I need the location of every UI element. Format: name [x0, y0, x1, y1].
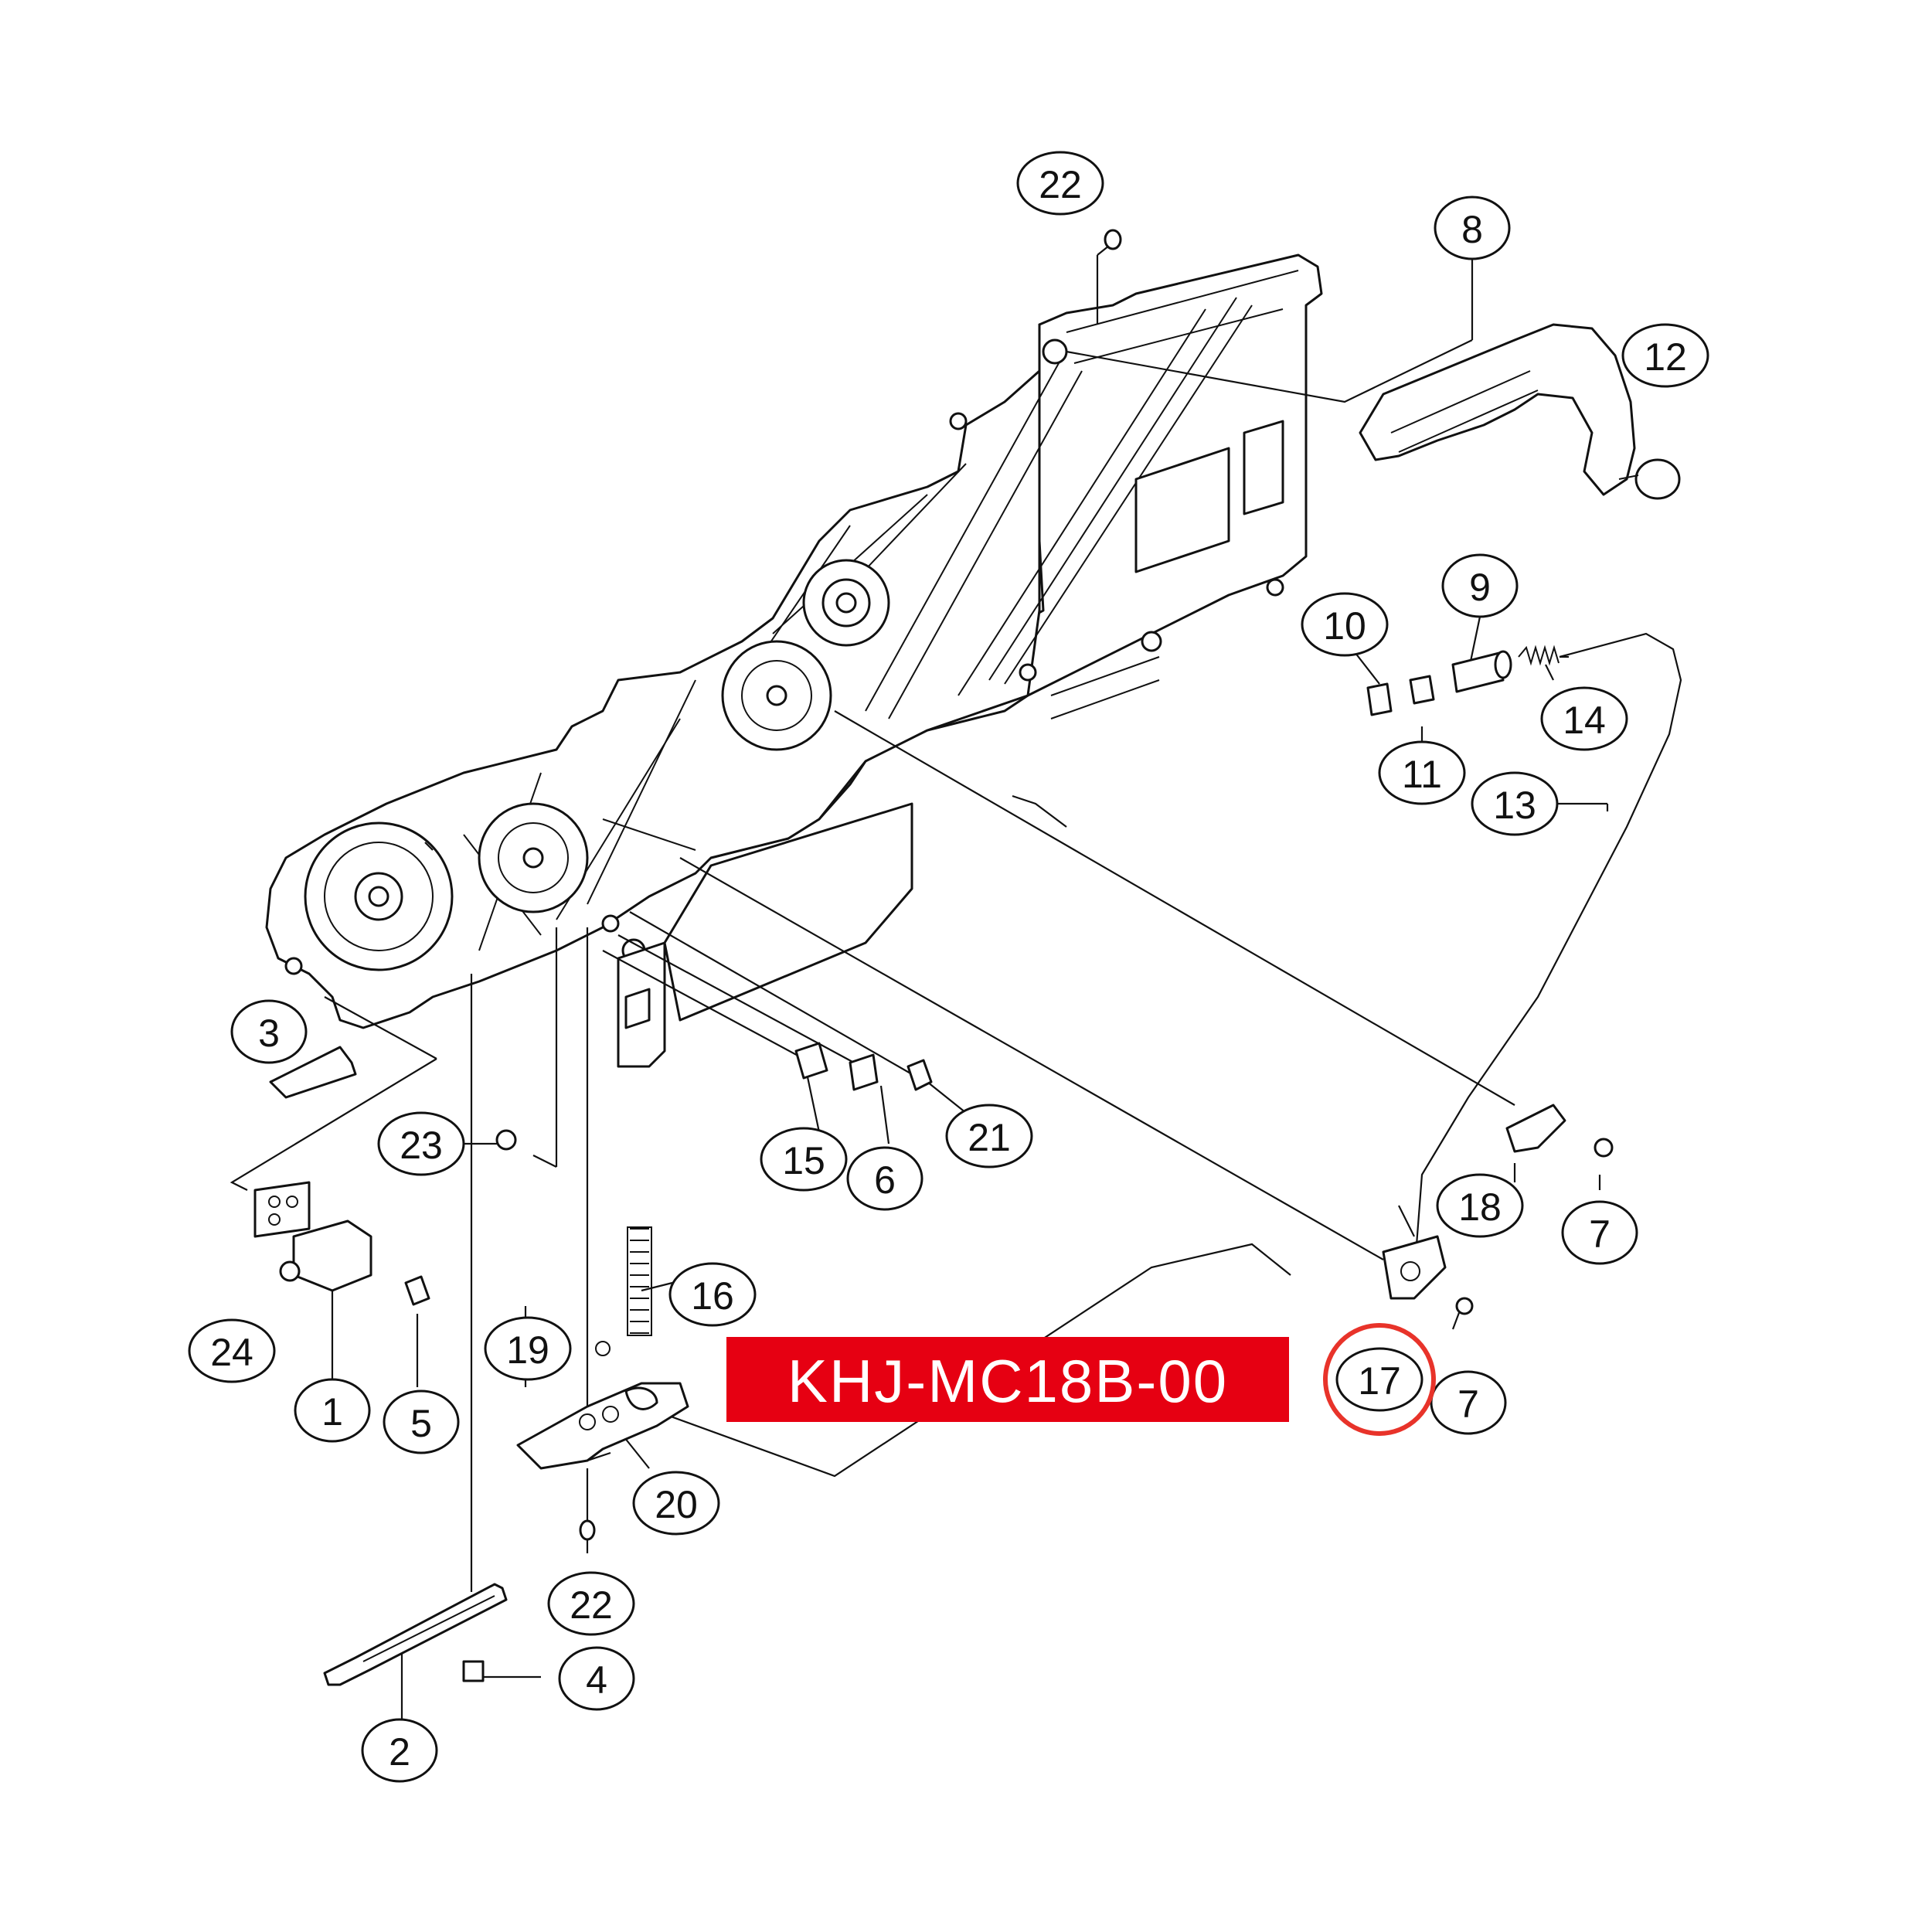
callout-number: 24: [210, 1331, 253, 1374]
callout-number: 14: [1563, 699, 1606, 742]
callout-oval: [484, 1316, 572, 1381]
callout-oval: [1016, 151, 1104, 216]
callout-part-5: 5: [383, 1389, 460, 1454]
callout-part-18: 18: [1436, 1173, 1524, 1238]
callout-part-22: 22: [1016, 151, 1104, 216]
callout-oval: [1540, 686, 1628, 751]
callout-number: 22: [570, 1583, 613, 1627]
callout-oval: [361, 1718, 438, 1783]
callout-part-7: 7: [1561, 1200, 1638, 1265]
callout-part-23: 23: [377, 1111, 465, 1176]
callout-part-24: 24: [188, 1318, 276, 1383]
callout-number: 13: [1493, 784, 1536, 827]
model-label-background: [726, 1337, 1289, 1422]
highlight-ring-part-17: [1323, 1323, 1436, 1436]
callout-part-19: 19: [484, 1316, 572, 1381]
callout-part-2: 2: [361, 1718, 438, 1783]
callout-number: 7: [1458, 1383, 1479, 1426]
callout-part-20: 20: [632, 1471, 720, 1536]
callout-part-1: 1: [294, 1378, 371, 1443]
model-label: KHJ-MC18B-00: [726, 1337, 1289, 1422]
callout-oval: [1434, 196, 1511, 260]
callout-part-13: 13: [1471, 771, 1559, 836]
callout-oval: [632, 1471, 720, 1536]
callout-part-22: 22: [547, 1571, 635, 1636]
callout-part-15: 15: [760, 1127, 848, 1192]
callout-oval: [294, 1378, 371, 1443]
model-label-text: KHJ-MC18B-00: [787, 1347, 1228, 1415]
feeder-frame: [265, 253, 1323, 1068]
callout-oval: [1471, 771, 1559, 836]
callout-number: 1: [321, 1390, 343, 1434]
callout-oval: [760, 1127, 848, 1192]
callout-oval: [558, 1646, 635, 1711]
callout-oval: [668, 1262, 757, 1327]
callout-oval: [1335, 1347, 1423, 1412]
callout-part-12: 12: [1621, 323, 1709, 388]
callout-number: 5: [410, 1402, 432, 1445]
callout-part-7: 7: [1430, 1370, 1507, 1435]
callout-number: 12: [1644, 335, 1687, 379]
callout-number: 17: [1358, 1359, 1401, 1403]
callout-number: 7: [1589, 1213, 1611, 1256]
callout-oval: [377, 1111, 465, 1176]
callout-oval: [1621, 323, 1709, 388]
callout-number: 20: [655, 1483, 698, 1526]
callout-part-8: 8: [1434, 196, 1511, 260]
callout-oval: [1436, 1173, 1524, 1238]
callout-oval: [383, 1389, 460, 1454]
callout-number: 18: [1458, 1185, 1502, 1229]
callout-part-4: 4: [558, 1646, 635, 1711]
callout-number: 9: [1469, 566, 1491, 609]
callout-number: 8: [1461, 208, 1483, 251]
callout-oval: [1378, 740, 1466, 805]
callout-number: 16: [691, 1274, 734, 1318]
callout-number: 6: [874, 1158, 896, 1202]
callout-oval: [846, 1146, 923, 1211]
callout-part-17: 17: [1335, 1347, 1423, 1412]
callout-oval: [230, 999, 308, 1064]
callout-number: 19: [506, 1328, 549, 1372]
callout-number: 15: [782, 1139, 825, 1182]
callout-part-21: 21: [945, 1104, 1033, 1168]
callout-oval: [1430, 1370, 1507, 1435]
callout-part-3: 3: [230, 999, 308, 1064]
callout-number: 3: [258, 1012, 280, 1055]
callout-oval: [1441, 553, 1519, 618]
small-parts: [253, 229, 1681, 1686]
callout-oval: [1561, 1200, 1638, 1265]
callout-number: 2: [389, 1730, 410, 1774]
callout-part-11: 11: [1378, 740, 1466, 805]
callout-part-6: 6: [846, 1146, 923, 1211]
callout-part-14: 14: [1540, 686, 1628, 751]
callout-number: 21: [968, 1116, 1011, 1159]
callout-oval: [1301, 592, 1389, 657]
callout-number: 4: [586, 1658, 607, 1702]
callout-oval: [945, 1104, 1033, 1168]
callout-part-16: 16: [668, 1262, 757, 1327]
callout-oval: [188, 1318, 276, 1383]
callout-number: 22: [1039, 163, 1082, 206]
callout-number: 11: [1402, 753, 1442, 796]
callout-part-9: 9: [1441, 553, 1519, 618]
callout-number: 10: [1323, 604, 1366, 648]
callout-number: 23: [400, 1124, 443, 1167]
callout-part-10: 10: [1301, 592, 1389, 657]
callout-oval: [547, 1571, 635, 1636]
